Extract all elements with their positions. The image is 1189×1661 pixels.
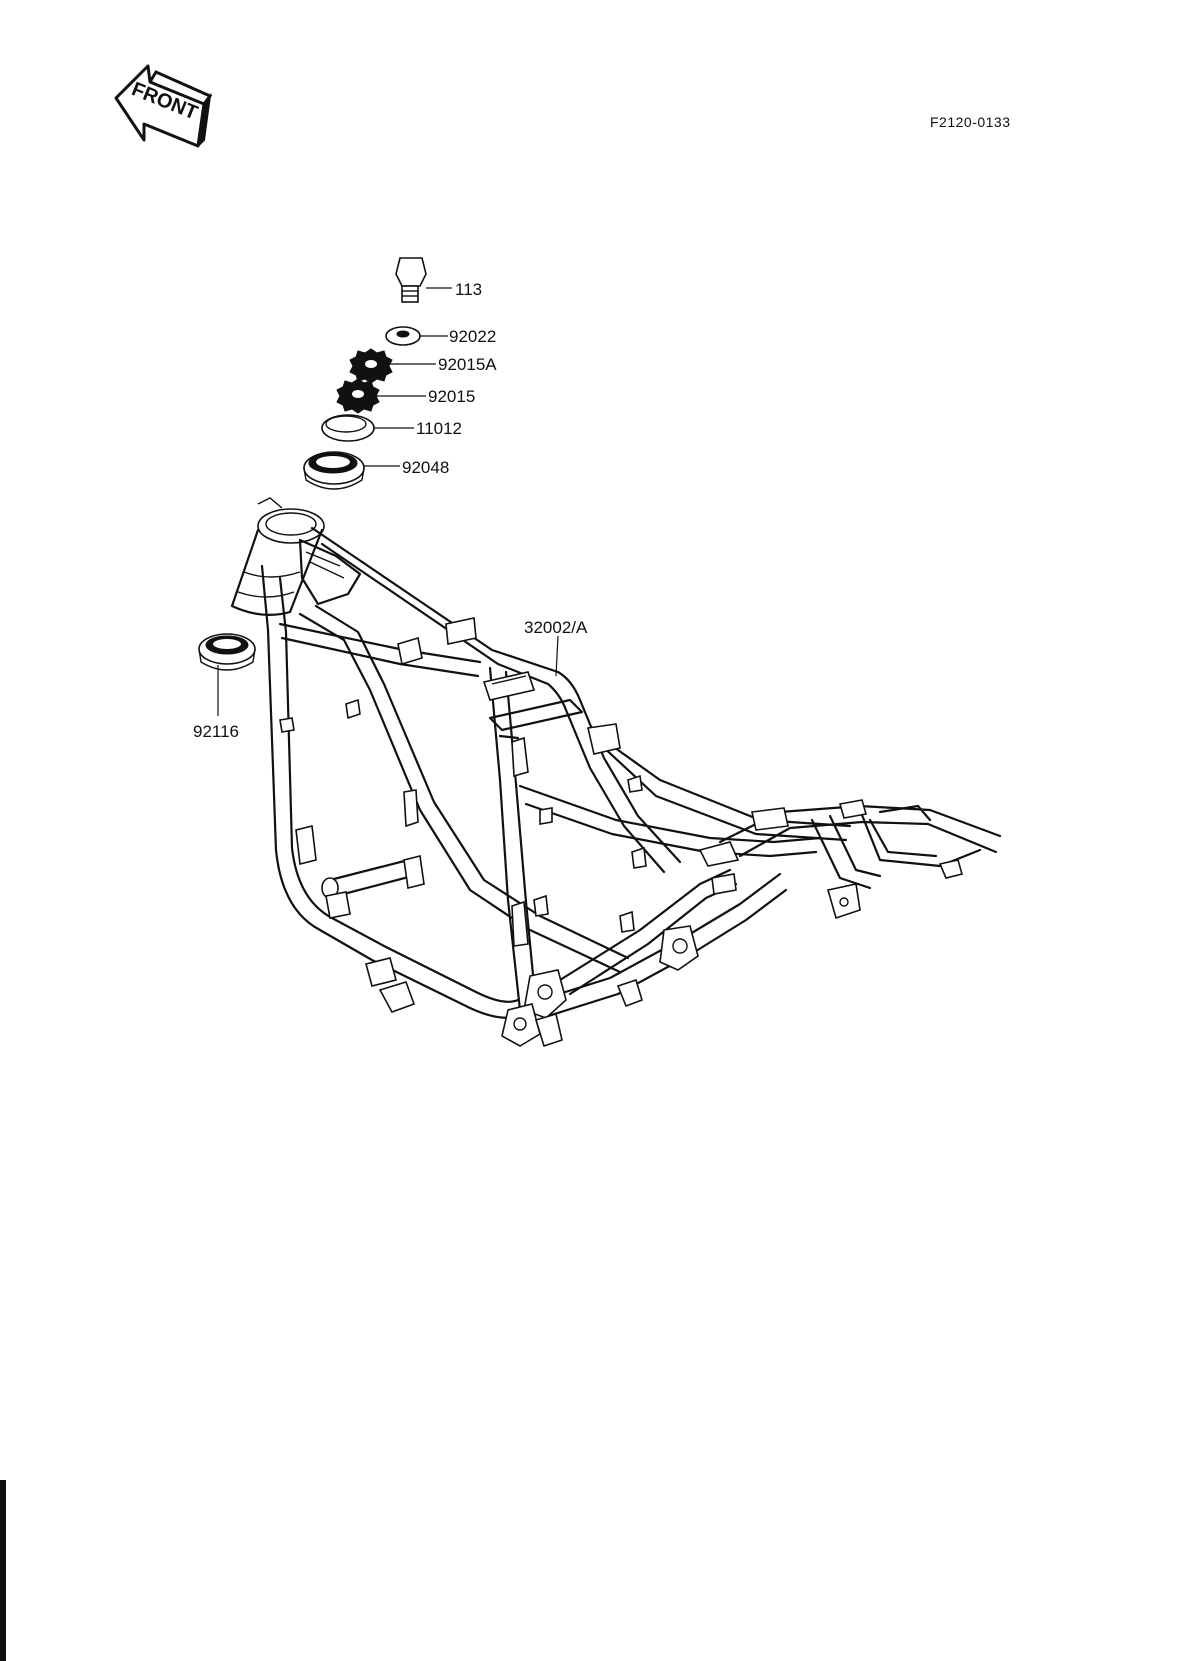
- part-92015-nut: [336, 378, 380, 414]
- callout-92015a: 92015A: [438, 355, 497, 374]
- part-11012-cap: [321, 414, 375, 442]
- part-92022-washer: [385, 326, 421, 346]
- callout-32002a: 32002/A: [524, 618, 588, 637]
- frame-32002a: [230, 497, 1002, 1048]
- document-code: F2120-0133: [930, 114, 1011, 130]
- part-92116-seal: [198, 633, 256, 671]
- callout-leaders: [217, 287, 559, 716]
- front-arrow-icon: FRONT: [114, 64, 213, 148]
- callout-92048: 92048: [402, 458, 449, 477]
- callout-92015: 92015: [428, 387, 475, 406]
- callout-92022: 92022: [449, 327, 496, 346]
- callout-92116: 92116: [193, 722, 239, 741]
- part-92048-bearing: [303, 451, 365, 490]
- scan-edge-mark: [0, 1480, 6, 1661]
- part-92015a-nut: [349, 348, 393, 384]
- callout-11012: 11012: [416, 419, 462, 438]
- part-113-bolt: [395, 257, 427, 303]
- callout-113: 113: [455, 280, 482, 299]
